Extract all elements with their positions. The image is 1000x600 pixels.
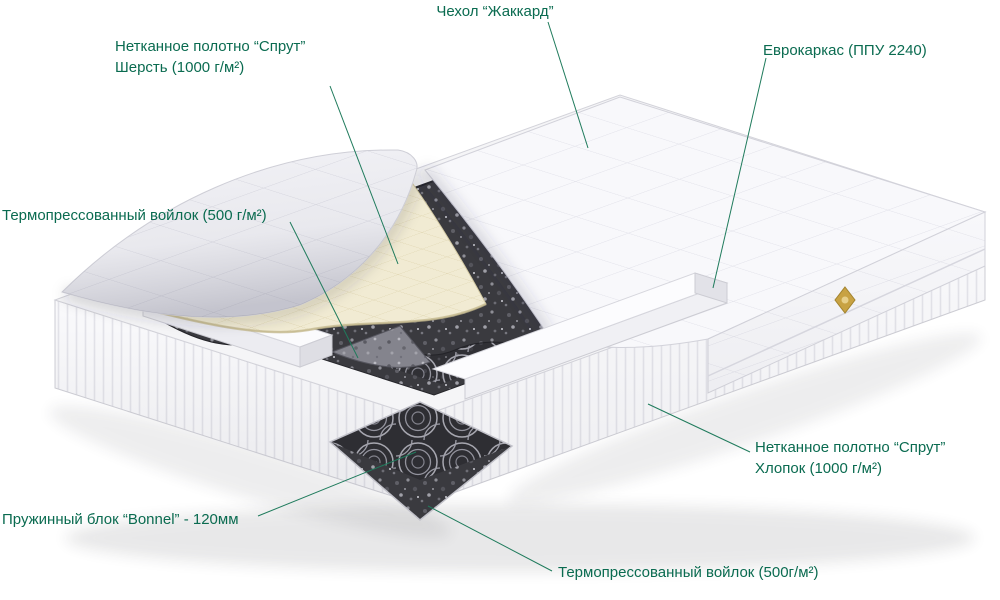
front-corner-cutaway [328, 401, 514, 521]
border-left-face-shade [55, 300, 420, 505]
label-felt-top: Термопрессованный войлок (500 г/м²) [2, 205, 267, 226]
shadow-left [49, 405, 451, 539]
label-sprut-cotton-text-1: Нетканное полотно “Спрут” [755, 439, 946, 456]
callout-line-eurocarcass [712, 57, 767, 289]
cover-layer [421, 96, 987, 394]
label-eurocarcass-text: Еврокаркас (ППУ 2240) [763, 42, 927, 59]
cover-seam-line [707, 248, 986, 377]
label-eurocarcass: Еврокаркас (ППУ 2240) [763, 40, 927, 61]
right-rail-end [694, 272, 728, 304]
label-felt-bottom-text: Термопрессованный войлок (500г/м²) [558, 564, 819, 581]
cutaway-outline [328, 401, 514, 521]
label-sprut-wool-text-1: Нетканное полотно “Спрут” [115, 38, 306, 55]
callout-line-felt-top [289, 221, 359, 359]
label-felt-top-text: Термопрессованный войлок (500 г/м²) [2, 207, 267, 224]
label-sprut-wool-text-2: Шерсть (1000 г/м²) [115, 59, 245, 76]
label-cover-text: Чехол “Жаккард” [436, 3, 554, 20]
cover-flap [61, 149, 421, 323]
shadow-main [65, 504, 975, 572]
felt-fold-corner [330, 325, 431, 368]
shadow-right [508, 332, 982, 504]
cutaway-springs [330, 402, 512, 480]
label-felt-bottom: Термопрессованный войлок (500г/м²) [558, 562, 819, 583]
cover-curl-shadow [421, 167, 552, 338]
label-springs: Пружинный блок “Bonnel” - 120мм [2, 509, 239, 530]
label-sprut-cotton-text-2: Хлопок (1000 г/м²) [755, 460, 882, 477]
label-springs-text: Пружинный блок “Bonnel” - 120мм [2, 511, 239, 528]
callout-line-sprut-wool [329, 85, 399, 265]
callout-line-sprut-cotton [647, 403, 751, 453]
cutaway-bottom-felt [330, 442, 512, 520]
callout-line-cover [547, 21, 589, 149]
ground-shadow [49, 332, 982, 572]
callout-lines [257, 21, 767, 572]
left-rail-end [299, 334, 333, 368]
label-sprut-cotton: Нетканное полотно “Спрут” Хлопок (1000 г… [755, 437, 945, 479]
label-cover: Чехол “Жаккард” [418, 1, 572, 22]
callout-line-springs [257, 451, 417, 517]
brand-emblem-icon [834, 286, 856, 314]
label-sprut-wool: Нетканное полотно “Спрут” Шерсть (1000 г… [115, 36, 305, 78]
flap-shading [62, 149, 418, 318]
callout-line-felt-bottom [427, 505, 553, 572]
